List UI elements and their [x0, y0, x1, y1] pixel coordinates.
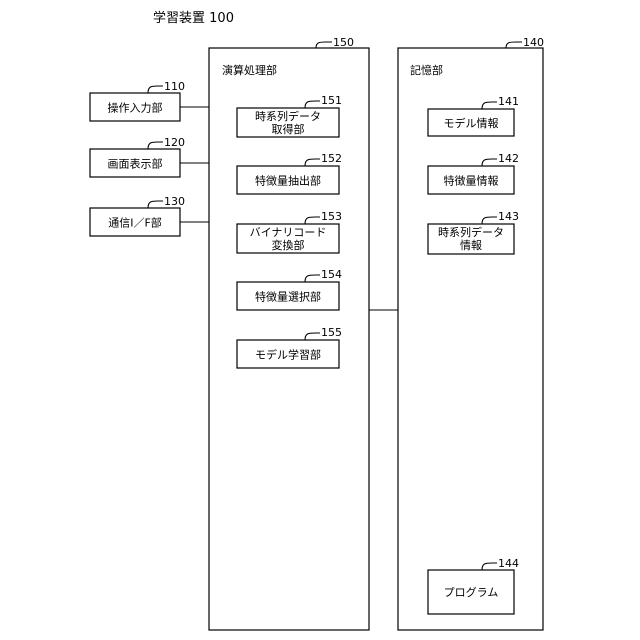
leader-130	[148, 201, 163, 208]
svg-text:特徴量抽出部: 特徴量抽出部	[255, 174, 321, 188]
svg-text:変換部: 変換部	[272, 238, 305, 252]
svg-text:特徴量情報: 特徴量情報	[444, 174, 499, 188]
svg-text:時系列データ: 時系列データ	[255, 109, 321, 123]
svg-text:154: 154	[321, 268, 342, 281]
svg-text:153: 153	[321, 210, 342, 223]
svg-text:143: 143	[498, 210, 519, 223]
svg-text:プログラム: プログラム	[444, 585, 499, 599]
leader-110	[148, 86, 163, 93]
block-screen-display: 画面表示部 120	[90, 136, 185, 177]
svg-text:150: 150	[333, 36, 354, 49]
device-title: 学習装置 100	[153, 10, 234, 26]
svg-text:情報: 情報	[460, 239, 482, 252]
leader-120	[148, 142, 163, 149]
svg-text:151: 151	[321, 94, 342, 107]
svg-text:演算処理部: 演算処理部	[222, 63, 277, 77]
svg-text:バイナリコード: バイナリコード	[250, 226, 327, 239]
svg-text:144: 144	[498, 557, 519, 570]
svg-text:モデル情報: モデル情報	[444, 116, 499, 130]
svg-text:記憶部: 記憶部	[410, 63, 443, 77]
svg-text:155: 155	[321, 326, 342, 339]
svg-text:152: 152	[321, 152, 342, 165]
svg-text:通信I／F部: 通信I／F部	[108, 216, 162, 230]
svg-text:130: 130	[164, 195, 185, 208]
svg-text:140: 140	[523, 36, 544, 49]
leader-150	[316, 42, 332, 48]
svg-text:取得部: 取得部	[272, 122, 305, 136]
svg-text:時系列データ: 時系列データ	[438, 225, 504, 239]
svg-text:特徴量選択部: 特徴量選択部	[255, 290, 321, 304]
svg-text:モデル学習部: モデル学習部	[255, 348, 321, 362]
leader-140	[506, 42, 522, 48]
svg-text:141: 141	[498, 95, 519, 108]
block-comm-interface: 通信I／F部 130	[90, 195, 185, 236]
block-operation-input: 操作入力部 110	[90, 80, 185, 121]
svg-text:142: 142	[498, 152, 519, 165]
svg-text:110: 110	[164, 80, 185, 93]
svg-text:操作入力部: 操作入力部	[108, 101, 163, 115]
svg-text:120: 120	[164, 136, 185, 149]
svg-text:画面表示部: 画面表示部	[108, 157, 163, 171]
